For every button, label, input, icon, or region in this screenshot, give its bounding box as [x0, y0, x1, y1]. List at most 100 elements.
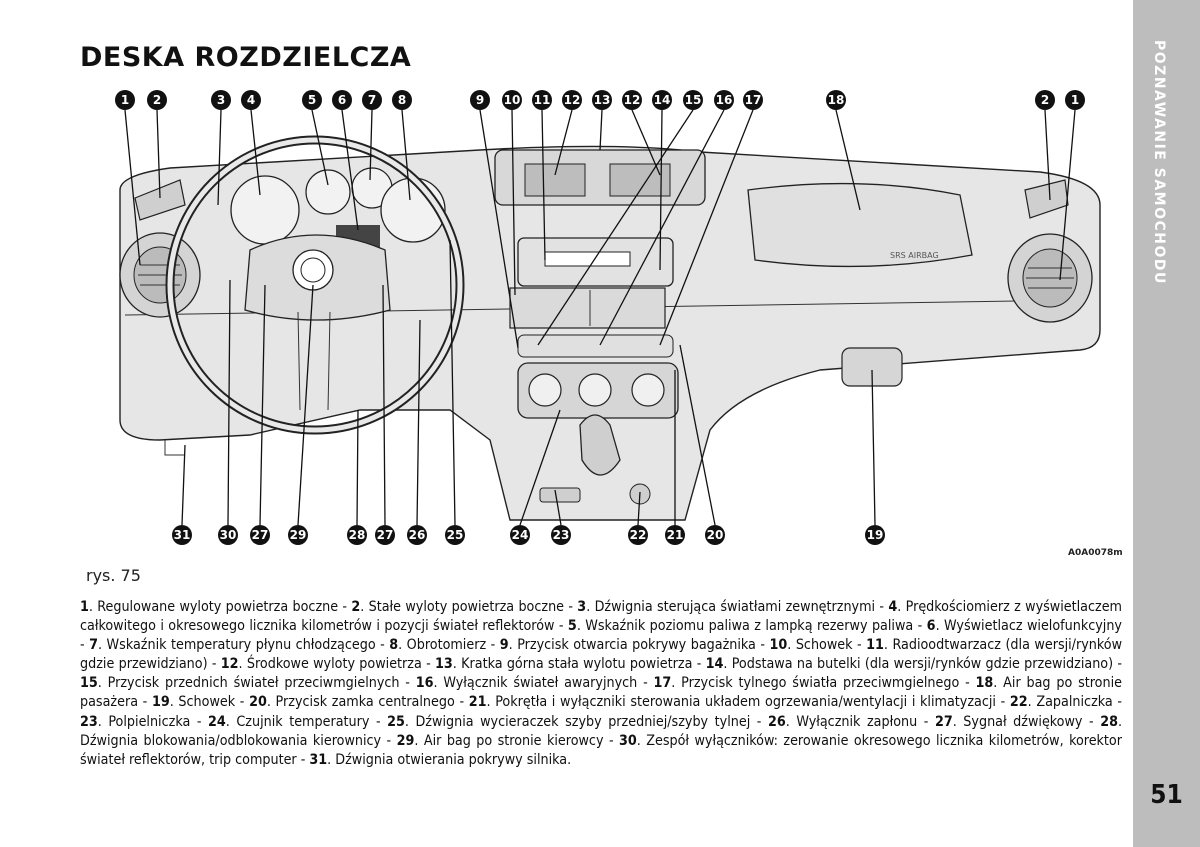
- svg-text:15: 15: [685, 93, 702, 107]
- callout-top-3: 4: [241, 90, 261, 110]
- legend-number: 4: [888, 599, 898, 615]
- leader-top-16: [599, 109, 725, 346]
- svg-text:6: 6: [338, 93, 346, 107]
- leader-top-11: [554, 109, 573, 176]
- leader-top-17: [659, 109, 754, 346]
- legend-text: . Kratka górna stała wylotu powietrza -: [452, 656, 706, 673]
- callout-top-19: 2: [1035, 90, 1055, 110]
- section-tab-label: POZNAWANIE SAMOCHODU: [1151, 40, 1167, 285]
- callout-top-0: 1: [115, 90, 135, 110]
- legend-text: . Podstawa na butelki (dla wersji/rynków…: [723, 656, 1122, 673]
- legend-number: 31: [309, 751, 328, 768]
- section-tab-label-box: POZNAWANIE SAMOCHODU: [1133, 0, 1200, 340]
- leader-bottom-13: [871, 369, 876, 526]
- leader-top-2: [217, 109, 222, 206]
- legend-number: 6: [926, 618, 936, 635]
- callout-bottom-4: 28: [347, 525, 367, 545]
- callout-bottom-10: 22: [628, 525, 648, 545]
- legend-text: . Polpielniczka -: [97, 713, 208, 730]
- leader-bottom-9: [554, 489, 562, 526]
- passenger-airbag-panel: [747, 182, 973, 268]
- leader-top-5: [341, 109, 359, 231]
- legend-text: . Wyłącznik świateł awaryjnych -: [433, 675, 654, 692]
- leader-top-8: [479, 109, 519, 349]
- page-title: DESKA ROZDZIELCZA: [80, 42, 412, 73]
- svg-text:23: 23: [553, 528, 570, 542]
- legend-number: 2: [351, 599, 361, 615]
- legend-number: 3: [577, 599, 587, 615]
- legend-number: 17: [653, 675, 672, 692]
- svg-text:12: 12: [624, 93, 641, 107]
- svg-text:19: 19: [867, 528, 884, 542]
- svg-text:25: 25: [447, 528, 464, 542]
- legend-number: 7: [89, 637, 98, 654]
- leader-bottom-5: [382, 284, 386, 526]
- legend-number: 10: [769, 637, 788, 654]
- callout-bottom-3: 29: [288, 525, 308, 545]
- leader-top-12: [599, 109, 603, 151]
- legend-text: . Przycisk zamka centralnego -: [266, 694, 469, 711]
- legend-text: . Dźwignia wycieraczek szyby przedniej/s…: [404, 713, 768, 730]
- legend-text: . Przycisk otwarcia pokrywy bagażnika -: [508, 637, 770, 654]
- svg-text:24: 24: [512, 528, 529, 542]
- leader-top-20: [1059, 109, 1076, 281]
- callout-top-18: 18: [826, 90, 846, 110]
- legend-number: 9: [499, 637, 509, 654]
- legend-number: 24: [208, 713, 226, 730]
- svg-text:1: 1: [121, 93, 129, 107]
- svg-text:10: 10: [504, 93, 521, 107]
- legend-text: . Zapalniczka -: [1027, 694, 1122, 711]
- leader-top-7: [401, 109, 411, 201]
- svg-text:27: 27: [377, 528, 394, 542]
- callout-bottom-6: 26: [407, 525, 427, 545]
- legend-text: . Schowek -: [787, 637, 867, 654]
- legend-text: . Pokrętła i wyłączniki sterowania układ…: [486, 694, 1010, 711]
- leader-bottom-7: [449, 239, 456, 526]
- legend-number: 20: [249, 694, 267, 711]
- leader-bottom-12: [679, 344, 716, 526]
- legend-text: . Radioodtwarzacz (dla wersji/rynków gdz…: [80, 637, 1123, 673]
- callout-top-10: 11: [532, 90, 552, 110]
- leader-bottom-0: [181, 444, 186, 526]
- leader-bottom-6: [416, 319, 421, 526]
- figure-caption: rys. 75: [86, 566, 141, 585]
- svg-text:8: 8: [398, 93, 406, 107]
- legend-text: . Środkowe wyloty powietrza -: [238, 656, 436, 673]
- callout-top-7: 8: [392, 90, 412, 110]
- callout-bottom-12: 20: [705, 525, 725, 545]
- legend-text: . Czujnik temperatury -: [225, 713, 388, 730]
- callout-top-12: 13: [592, 90, 612, 110]
- legend-text: . Wskaźnik poziomu paliwa z lampką rezer…: [576, 618, 927, 635]
- callout-top-1: 2: [147, 90, 167, 110]
- svg-text:29: 29: [290, 528, 307, 542]
- legend-text: . Regulowane wyloty powietrza boczne -: [88, 599, 352, 615]
- legend-number: 19: [151, 694, 170, 711]
- button-row: [517, 334, 674, 358]
- callout-bottom-7: 25: [445, 525, 465, 545]
- legend-number: 5: [567, 618, 577, 635]
- legend-number: 28: [1100, 713, 1118, 730]
- svg-text:22: 22: [630, 528, 647, 542]
- legend-text: . Sygnał dźwiękowy -: [952, 713, 1101, 730]
- callout-top-8: 9: [470, 90, 490, 110]
- svg-text:18: 18: [828, 93, 845, 107]
- callout-top-20: 1: [1065, 90, 1085, 110]
- svg-text:31: 31: [174, 528, 191, 542]
- legend-text: . Obrotomierz -: [398, 637, 500, 654]
- legend-number: 16: [415, 675, 434, 692]
- callout-bottom-2: 27: [250, 525, 270, 545]
- leader-top-10: [541, 109, 546, 261]
- legend-text: . Wskaźnik temperatury płynu chłodzącego…: [98, 637, 390, 654]
- svg-text:13: 13: [594, 93, 611, 107]
- legend-number: 22: [1009, 694, 1028, 711]
- legend-text: . Schowek -: [169, 694, 250, 711]
- leader-top-19: [1044, 109, 1051, 201]
- callout-bottom-1: 30: [218, 525, 238, 545]
- page-number: 51: [1150, 780, 1183, 810]
- leader-top-9: [511, 109, 516, 296]
- leader-bottom-1: [227, 279, 231, 526]
- legend-number: 29: [396, 732, 415, 749]
- figure-code: A0A0078m: [1068, 548, 1123, 558]
